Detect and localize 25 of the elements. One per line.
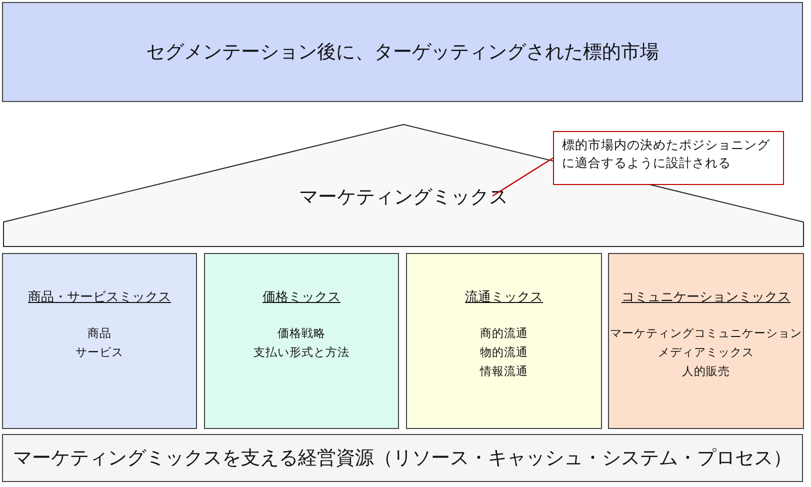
card-item: 物的流通	[480, 344, 528, 361]
card-item: メディアミックス	[658, 344, 754, 361]
card-item: サービス	[76, 344, 124, 361]
card-heading: 流通ミックス	[465, 289, 543, 306]
banner-box	[2, 2, 803, 102]
card-heading: コミュニケーションミックス	[622, 289, 790, 306]
card-item: 商的流通	[480, 325, 528, 342]
card-item: 人的販売	[682, 363, 730, 380]
card-heading: 価格ミックス	[262, 289, 340, 306]
card-heading: 商品・サービスミックス	[28, 289, 171, 306]
card-item: 情報流通	[480, 363, 528, 380]
category-card	[406, 253, 602, 429]
banner-text: マーケティングミックスを支える経営資源（リソース・キャッシュ・システム・プロセス）	[13, 446, 792, 471]
banner-box	[2, 434, 803, 482]
callout-note: 標的市場内の決めたポジショニングに適合するように設計される	[553, 131, 784, 185]
category-card	[608, 253, 804, 429]
category-card	[2, 253, 197, 429]
roof-shape	[3, 124, 804, 247]
category-card	[204, 253, 399, 429]
card-item: マーケティングコミュニケーション	[610, 325, 802, 342]
card-item: 支払い形式と方法	[254, 344, 350, 361]
roof-label: マーケティングミックス	[298, 185, 509, 210]
card-item: 商品	[88, 325, 112, 342]
card-item: 価格戦略	[278, 325, 326, 342]
banner-text: セグメンテーション後に、ターゲッティングされた標的市場	[146, 40, 659, 65]
